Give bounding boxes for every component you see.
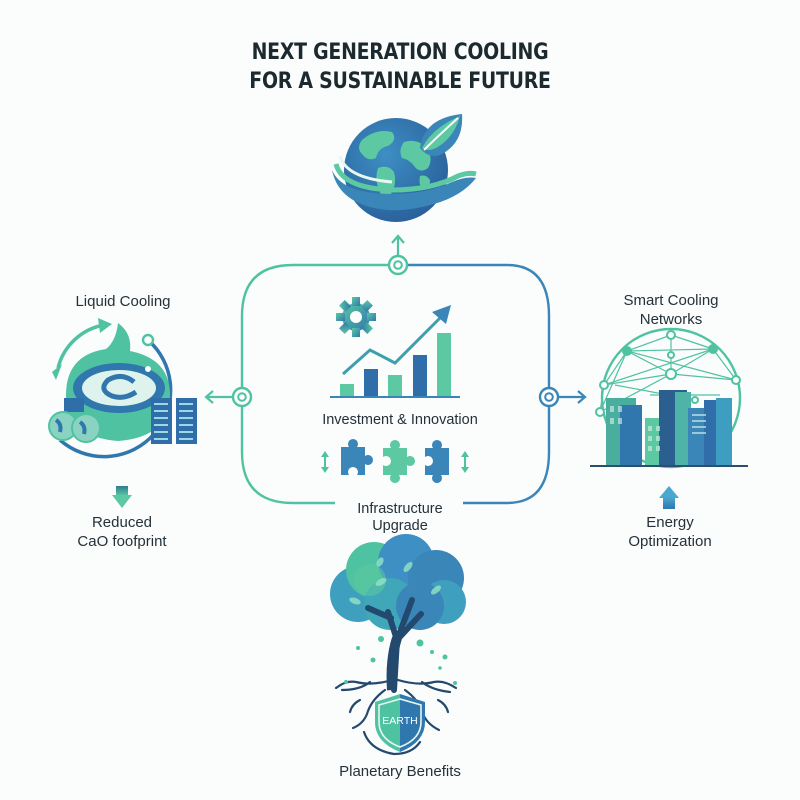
reduced-footprint-label: Reduced CaO foofprint <box>42 513 202 551</box>
infrastructure-line-1: Infrastructure <box>357 501 443 517</box>
energy-optimization-line-2: Optimization <box>628 533 712 550</box>
infrastructure-upgrade-label: Infrastructure Upgrade <box>320 501 480 535</box>
gear-icon <box>336 297 376 337</box>
planetary-benefits-label: Planetary Benefits <box>339 763 461 780</box>
puzzle-pieces-icon <box>321 439 469 483</box>
earth-shield-icon: EARTH <box>375 694 425 752</box>
top-connector[interactable] <box>387 234 409 276</box>
globe-leaf-icon <box>332 114 477 222</box>
energy-optimization-line-1: Energy <box>646 514 694 531</box>
smart-cooling-networks-label: Smart Cooling Networks <box>591 291 751 329</box>
arrow-up-icon <box>659 486 679 509</box>
shield-text: EARTH <box>382 715 417 727</box>
liquid-cooling-label: Liquid Cooling <box>75 293 171 310</box>
up-down-arrow-left-icon <box>321 451 329 473</box>
infrastructure-line-2: Upgrade <box>372 518 428 534</box>
title-line-1: NEXT GENERATION COOLING <box>251 40 549 65</box>
energy-optimization-label: Energy Optimization <box>590 513 750 551</box>
smart-city-network-icon <box>590 327 748 469</box>
right-connector[interactable] <box>538 386 587 408</box>
bar-chart-growth-icon <box>330 305 460 398</box>
reduced-footprint-line-2: CaO foofprint <box>77 533 167 550</box>
title-line-2: FOR A SUSTAINABLE FUTURE <box>249 69 551 94</box>
investment-innovation-label: Investment & Innovation <box>322 412 478 428</box>
smart-cooling-line-2: Networks <box>639 311 703 328</box>
smart-cooling-line-1: Smart Cooling <box>623 292 719 309</box>
reduced-footprint-line-1: Reduced <box>91 514 153 531</box>
liquid-cooling-icon <box>48 318 197 459</box>
up-down-arrow-right-icon <box>461 451 469 473</box>
page-title: NEXT GENERATION COOLING FOR A SUSTAINABL… <box>0 38 800 96</box>
central-loop <box>240 263 551 505</box>
arrow-down-icon <box>112 486 132 508</box>
left-connector[interactable] <box>204 386 253 408</box>
tree-roots-icon <box>330 534 466 756</box>
